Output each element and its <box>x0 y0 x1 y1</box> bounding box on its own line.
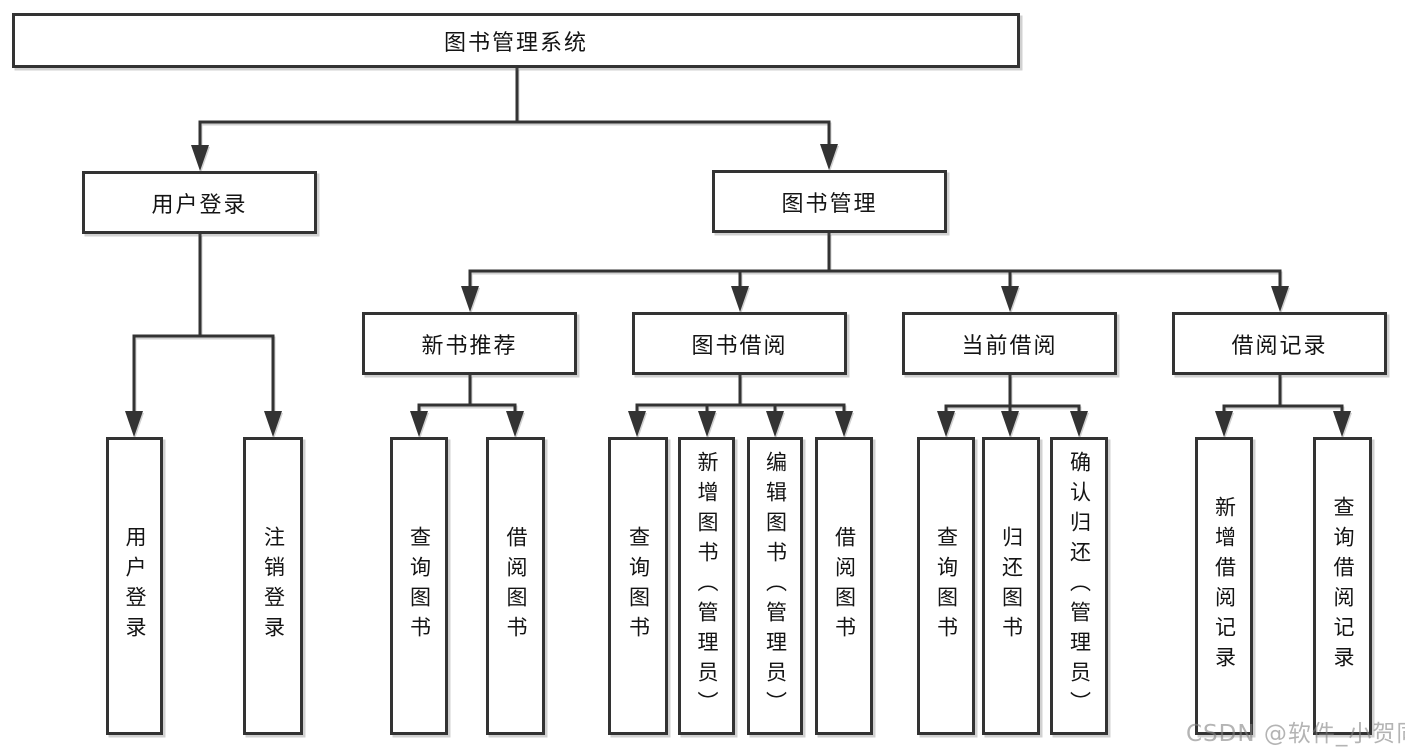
node-book-management: 图书管理 <box>712 170 947 233</box>
leaf-confirm-return-admin: 确认归还（管理员） <box>1050 437 1108 735</box>
node-label: 新增借阅记录 <box>1212 496 1237 676</box>
node-label: 编辑图书（管理员） <box>763 451 788 721</box>
leaf-edit-book-admin: 编辑图书（管理员） <box>747 437 803 735</box>
node-root-library-system: 图书管理系统 <box>12 13 1020 68</box>
node-label: 确认归还（管理员） <box>1067 451 1092 721</box>
leaf-return-book: 归还图书 <box>982 437 1040 735</box>
node-label: 查询图书 <box>626 526 651 646</box>
node-label: 新书推荐 <box>421 333 518 359</box>
node-label: 图书管理 <box>781 191 878 217</box>
csdn-watermark: CSDN @软件_小贺同学 <box>1186 721 1405 747</box>
node-label: 借阅图书 <box>504 526 528 646</box>
node-label: 新增图书（管理员） <box>695 451 719 721</box>
node-label: 查询图书 <box>934 526 959 646</box>
node-book-borrowing: 图书借阅 <box>632 312 847 375</box>
leaf-query-books-borrow: 查询图书 <box>608 437 668 735</box>
node-new-book-recommend: 新书推荐 <box>362 312 577 375</box>
leaf-query-books-current: 查询图书 <box>917 437 975 735</box>
node-label: 注销登录 <box>261 526 286 646</box>
arrowheads <box>125 144 1351 437</box>
leaf-add-book-admin: 新增图书（管理员） <box>678 437 735 735</box>
node-label: 借阅图书 <box>832 526 857 646</box>
leaf-logout: 注销登录 <box>243 437 303 735</box>
node-label: 借阅记录 <box>1231 333 1328 359</box>
leaf-user-login: 用户登录 <box>106 437 163 735</box>
node-label: 用户登录 <box>151 192 248 218</box>
node-label: 查询图书 <box>407 526 432 646</box>
node-user-login: 用户登录 <box>82 171 317 234</box>
node-label: 图书借阅 <box>691 333 788 359</box>
leaf-borrow-books-recommend: 借阅图书 <box>486 437 545 735</box>
node-current-borrowing: 当前借阅 <box>902 312 1117 375</box>
node-label: 查询借阅记录 <box>1331 496 1355 676</box>
node-label: 归还图书 <box>999 526 1024 646</box>
leaf-add-borrow-record: 新增借阅记录 <box>1195 437 1253 735</box>
node-borrowing-records: 借阅记录 <box>1172 312 1387 375</box>
leaf-borrow-books: 借阅图书 <box>815 437 873 735</box>
node-label: 图书管理系统 <box>443 30 588 56</box>
node-label: 用户登录 <box>123 526 147 646</box>
node-label: 当前借阅 <box>961 333 1058 359</box>
leaf-query-borrow-record: 查询借阅记录 <box>1313 437 1372 735</box>
leaf-query-books-recommend: 查询图书 <box>390 437 448 735</box>
